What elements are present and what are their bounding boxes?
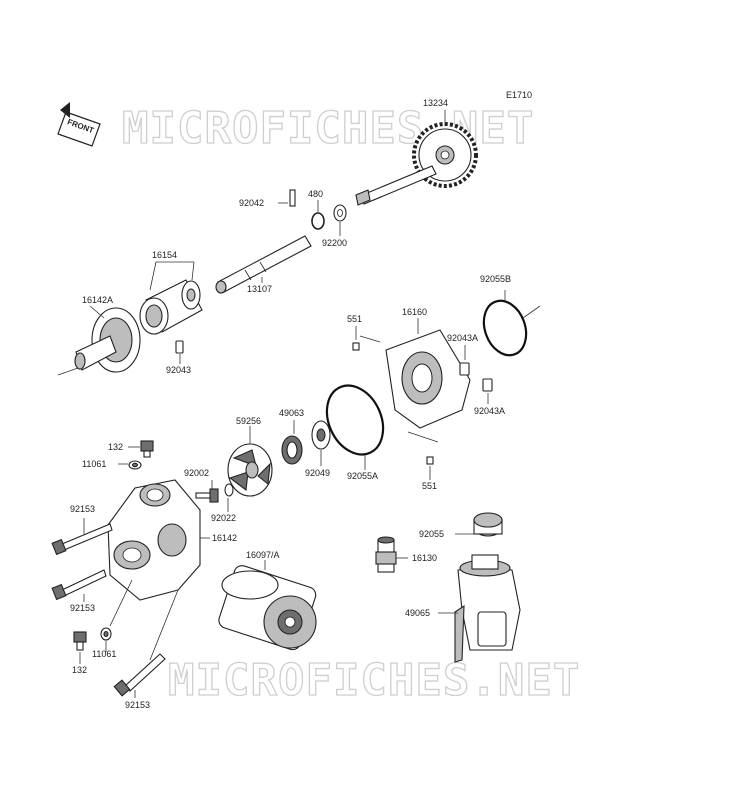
shaft-13107 bbox=[215, 235, 312, 294]
washer-92022 bbox=[224, 483, 234, 497]
label-11061-upper: 11061 bbox=[82, 459, 106, 469]
oring-92055B bbox=[482, 299, 528, 357]
label-16142A: 16142A bbox=[82, 295, 113, 305]
label-92153-b: 92153 bbox=[70, 603, 95, 613]
housing-49065 bbox=[454, 554, 521, 663]
label-49063: 49063 bbox=[279, 408, 304, 418]
label-92043A-upper: 92043A bbox=[447, 333, 478, 343]
cover-16160 bbox=[385, 329, 471, 429]
label-480: 480 bbox=[308, 189, 323, 199]
label-92055B: 92055B bbox=[480, 274, 511, 284]
label-16097A: 16097/A bbox=[246, 550, 280, 560]
label-16154: 16154 bbox=[152, 250, 177, 260]
label-92055A: 92055A bbox=[347, 471, 378, 481]
rotor-16154 bbox=[139, 279, 203, 335]
gasket-11061-lower bbox=[100, 627, 112, 641]
bearing-92049 bbox=[311, 420, 331, 450]
label-59256: 59256 bbox=[236, 416, 261, 426]
shaft-upper bbox=[355, 165, 437, 206]
impeller-59256 bbox=[227, 443, 273, 497]
pin-92042 bbox=[289, 189, 296, 207]
label-92055: 92055 bbox=[419, 529, 444, 539]
pump-body-16142A bbox=[74, 307, 141, 373]
bolt-92153-c bbox=[113, 653, 166, 697]
label-49065: 49065 bbox=[405, 608, 430, 618]
label-92022: 92022 bbox=[211, 513, 236, 523]
label-551-upper: 551 bbox=[347, 314, 362, 324]
sprocket-13234 bbox=[412, 122, 478, 188]
label-92002: 92002 bbox=[184, 468, 209, 478]
label-92043A-lower: 92043A bbox=[474, 406, 505, 416]
label-551-lower: 551 bbox=[422, 481, 437, 491]
label-16142: 16142 bbox=[212, 533, 237, 543]
label-11061-lower: 11061 bbox=[92, 649, 116, 659]
fitting-16130 bbox=[375, 536, 397, 573]
pump-cover-16142 bbox=[107, 479, 201, 601]
bolt-92002 bbox=[195, 488, 219, 503]
circlip-480 bbox=[311, 212, 325, 230]
label-92043: 92043 bbox=[166, 365, 191, 375]
dowel-92043A-lower bbox=[482, 378, 493, 392]
label-13234: 13234 bbox=[423, 98, 448, 108]
label-16130: 16130 bbox=[412, 553, 437, 563]
dowel-92043 bbox=[175, 340, 184, 354]
label-92153-c: 92153 bbox=[125, 700, 150, 710]
label-92200: 92200 bbox=[322, 238, 347, 248]
label-132-upper: 132 bbox=[108, 442, 123, 452]
pin-551-lower bbox=[426, 456, 434, 465]
oil-filter-16097A bbox=[218, 565, 317, 651]
label-92042: 92042 bbox=[239, 198, 264, 208]
washer-92200 bbox=[333, 204, 347, 222]
seal-49063 bbox=[281, 435, 303, 465]
cap-92055 bbox=[473, 512, 503, 537]
bolt-92153-b bbox=[51, 569, 107, 601]
dowel-92043A-upper bbox=[459, 362, 470, 376]
label-92049: 92049 bbox=[305, 468, 330, 478]
watermark-bottom: MICROFICHES.NET bbox=[168, 655, 580, 706]
diagram-code: E1710 bbox=[506, 90, 532, 100]
front-arrow-icon: FRONT bbox=[57, 102, 101, 147]
gasket-11061-upper bbox=[128, 460, 142, 470]
pin-551-upper bbox=[352, 342, 360, 351]
bolt-132-upper bbox=[140, 440, 154, 458]
bolt-132-lower bbox=[73, 631, 87, 651]
label-92153-a: 92153 bbox=[70, 504, 95, 514]
oring-92055A bbox=[325, 384, 385, 456]
bolt-92153-a bbox=[51, 523, 113, 556]
label-16160: 16160 bbox=[402, 307, 427, 317]
label-13107: 13107 bbox=[247, 284, 272, 294]
label-132-lower: 132 bbox=[72, 665, 87, 675]
